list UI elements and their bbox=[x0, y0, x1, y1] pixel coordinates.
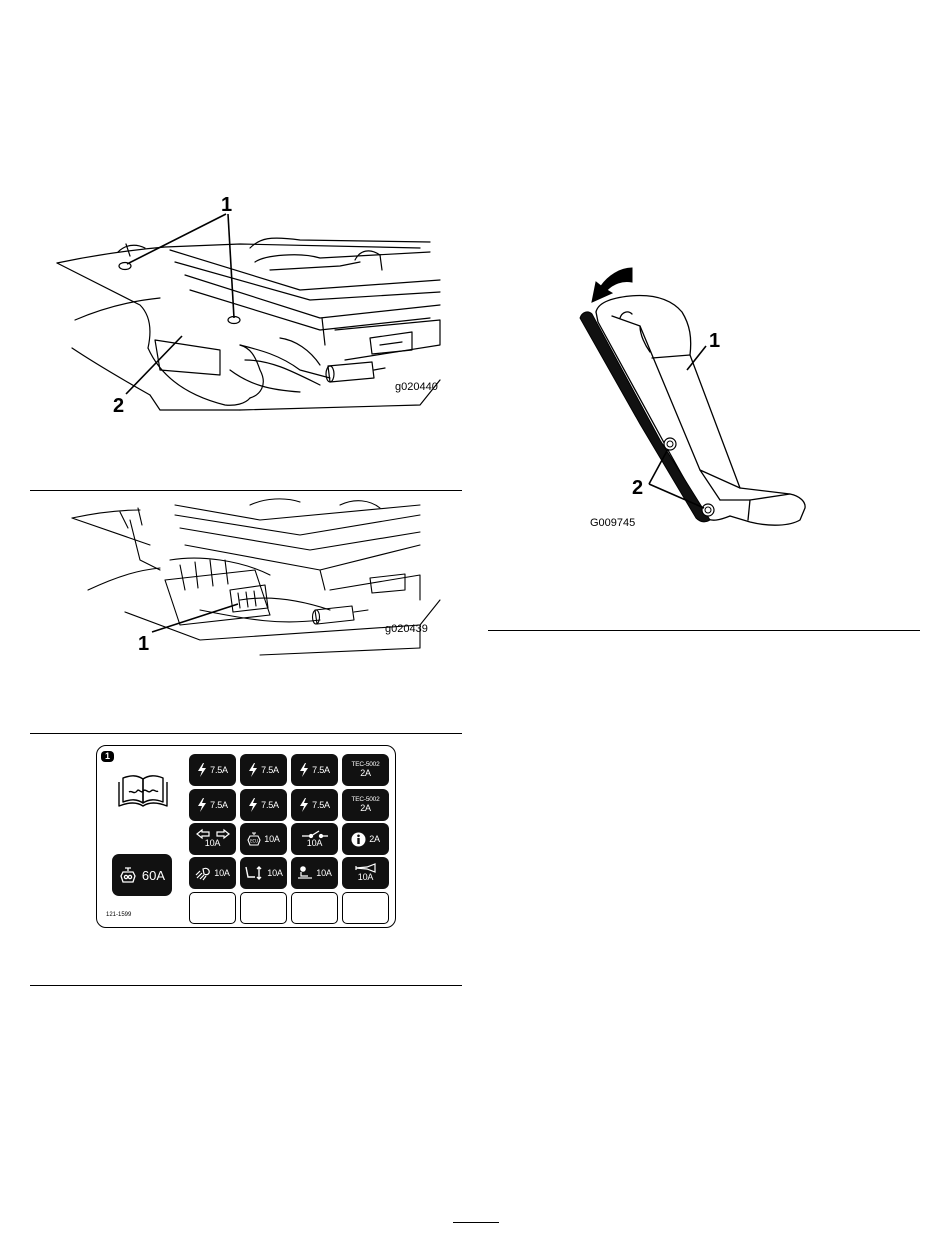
bracket-illustration bbox=[0, 0, 950, 560]
decal-code: 121-1599 bbox=[106, 912, 131, 918]
svg-text:ECU: ECU bbox=[250, 839, 258, 844]
fuse-rating: 10A bbox=[307, 839, 322, 849]
fuse-slot-empty bbox=[189, 892, 236, 924]
fuse-slot: 7.5A bbox=[291, 754, 338, 786]
fuse-slot: 2A bbox=[342, 823, 389, 855]
divider bbox=[30, 733, 462, 734]
fuse-rating: 7.5A bbox=[261, 800, 279, 810]
figure-id: g020439 bbox=[385, 624, 428, 635]
seat-adjust-icon bbox=[244, 866, 264, 880]
fuse-rating: 7.5A bbox=[312, 765, 330, 775]
fuse-slot: 7.5A bbox=[240, 754, 287, 786]
fuse-rating: 2A bbox=[360, 804, 371, 814]
fuse-slot: 7.5A bbox=[189, 754, 236, 786]
fuse-rating: 2A bbox=[369, 834, 380, 844]
main-fuse-label: 60A bbox=[142, 868, 165, 883]
callout-1: 1 bbox=[709, 331, 720, 351]
figure-id: G009745 bbox=[590, 518, 635, 529]
fuse-rating: 10A bbox=[205, 839, 220, 849]
fuse-rating: 10A bbox=[214, 868, 229, 878]
fuse-slot-empty bbox=[291, 892, 338, 924]
fuse-rating: 10A bbox=[264, 834, 279, 844]
fuse-rating: 10A bbox=[267, 868, 282, 878]
fuse-slot-empty bbox=[342, 892, 389, 924]
divider bbox=[488, 630, 920, 631]
work-light-icon bbox=[195, 866, 211, 880]
fuse-slot: 10A bbox=[189, 823, 236, 855]
lightning-icon bbox=[299, 763, 309, 777]
fuse-slot: 7.5A bbox=[189, 789, 236, 821]
main-fuse: 60A bbox=[112, 854, 172, 896]
operator-manual-icon bbox=[115, 772, 171, 812]
fuse-rating: 7.5A bbox=[312, 800, 330, 810]
fuse-rating: 10A bbox=[316, 868, 331, 878]
callout-2: 2 bbox=[632, 478, 643, 498]
decal-badge: 1 bbox=[101, 751, 114, 762]
engine-icon bbox=[119, 866, 137, 884]
lightning-icon bbox=[197, 798, 207, 812]
fuse-slot: 7.5A bbox=[291, 789, 338, 821]
fuse-rating: 7.5A bbox=[210, 765, 228, 775]
fuse-slot: 10A bbox=[291, 823, 338, 855]
fuse-slot: 10A bbox=[189, 857, 236, 889]
fuse-rating: 7.5A bbox=[261, 765, 279, 775]
fuse-slot: 10A bbox=[291, 857, 338, 889]
callout-1: 1 bbox=[138, 634, 149, 654]
fuse-slot: 7.5A bbox=[240, 789, 287, 821]
fuse-rating: 2A bbox=[360, 769, 371, 779]
lightning-icon bbox=[197, 763, 207, 777]
fuse-slot-empty bbox=[240, 892, 287, 924]
lightning-icon bbox=[248, 798, 258, 812]
divider bbox=[30, 985, 462, 986]
fuse-slot: 10A bbox=[240, 857, 287, 889]
page-number-rule bbox=[453, 1222, 499, 1223]
info-icon bbox=[351, 832, 366, 847]
fuse-rating: 10A bbox=[358, 873, 373, 883]
ecu-icon: ECU bbox=[247, 832, 261, 846]
operator-seat-icon bbox=[297, 866, 313, 880]
lightning-icon bbox=[248, 763, 258, 777]
fuse-slot: ECU 10A bbox=[240, 823, 287, 855]
fuse-rating: 7.5A bbox=[210, 800, 228, 810]
fuse-slot: 10A bbox=[342, 857, 389, 889]
lightning-icon bbox=[299, 798, 309, 812]
